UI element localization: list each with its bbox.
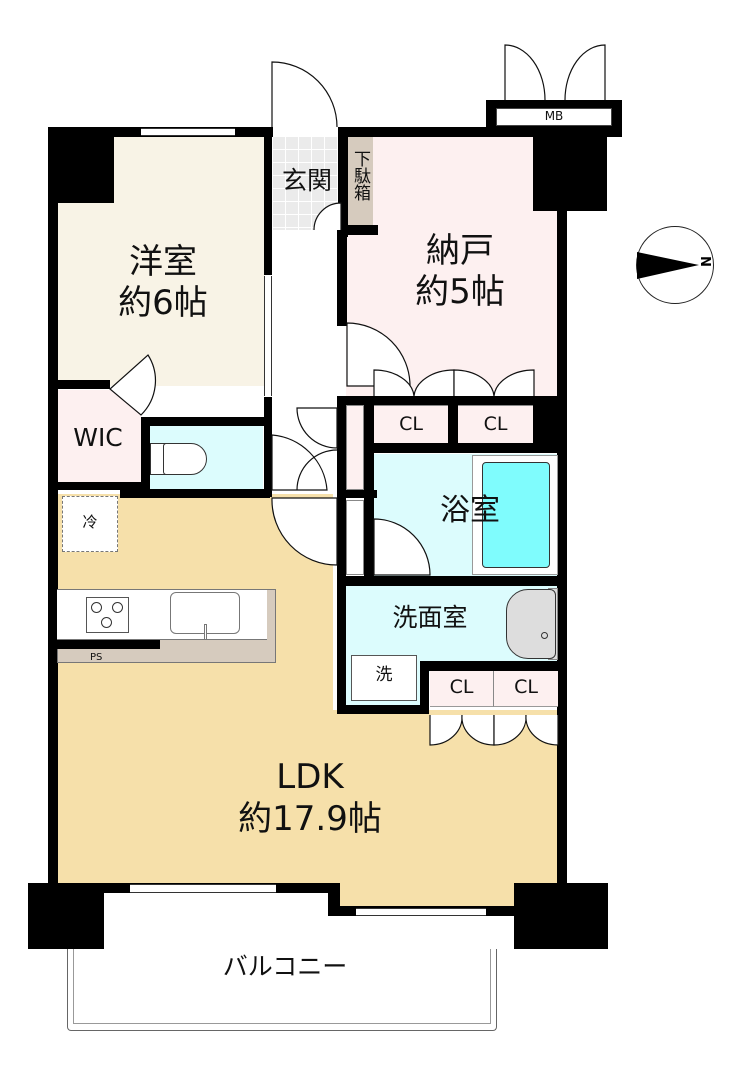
wall	[337, 705, 429, 714]
entrance-label: 玄関	[281, 166, 332, 195]
column	[533, 127, 607, 211]
wall	[364, 400, 374, 580]
fridge-label: 冷	[82, 513, 98, 531]
wall	[448, 400, 458, 445]
ldk-name: LDK	[276, 757, 344, 797]
balcony-inner	[73, 949, 491, 1024]
bath-label: 浴室	[440, 493, 500, 528]
toilet-bowl	[163, 443, 207, 475]
wall	[364, 443, 564, 453]
closet: CL	[374, 405, 448, 443]
window	[141, 128, 235, 136]
wall	[328, 883, 340, 913]
balcony-label: バルコニー	[222, 952, 348, 981]
wall	[48, 380, 110, 389]
bathtub	[482, 462, 550, 568]
window	[130, 884, 276, 893]
column	[514, 883, 608, 949]
compass-needle-icon	[637, 252, 699, 279]
closet: CL	[458, 405, 533, 443]
washing-machine: 洗	[351, 655, 417, 701]
western-room-size: 約6帖	[118, 283, 208, 323]
wall	[557, 200, 567, 900]
corridor-closet	[346, 500, 364, 575]
compass-north-label: N	[696, 256, 712, 267]
closet-label: CL	[449, 676, 474, 698]
column	[48, 127, 114, 203]
balcony	[67, 949, 497, 1031]
shoe-box-label: 下駄箱	[346, 150, 370, 201]
window	[356, 908, 486, 916]
column	[28, 883, 104, 949]
wic-label: WIC	[73, 423, 123, 452]
ldk-size: 約17.9帖	[238, 799, 382, 839]
wall	[337, 230, 347, 326]
wall	[338, 225, 378, 235]
ldk-floor	[57, 494, 333, 886]
pipe-space-wall	[57, 640, 160, 649]
faucet	[204, 624, 207, 640]
burner-icon	[112, 602, 123, 613]
wall	[420, 661, 429, 713]
washing-machine-label: 洗	[375, 665, 393, 685]
fridge-space: 冷	[62, 496, 118, 552]
nando-room-size: 約5帖	[415, 272, 505, 312]
pipe-space-label: PS	[90, 652, 103, 663]
drain-icon	[541, 632, 548, 639]
closet-label: CL	[399, 413, 423, 435]
wall	[141, 417, 269, 426]
wall	[141, 417, 150, 497]
wall	[338, 127, 348, 237]
ldk-floor-lower	[333, 710, 558, 910]
meter-box-label: MB	[544, 109, 564, 123]
wall	[533, 400, 563, 445]
corridor-closet	[346, 405, 364, 490]
nando-room-name: 納戸	[426, 231, 494, 271]
stove	[86, 597, 129, 633]
washroom-label: 洗面室	[392, 603, 468, 632]
wall	[420, 661, 563, 671]
wall	[337, 490, 377, 498]
western-room-name: 洋室	[129, 242, 197, 282]
wall	[342, 127, 582, 137]
meter-box: MB	[496, 108, 612, 126]
wic-floor	[57, 390, 141, 482]
burner-icon	[101, 617, 112, 628]
wall	[48, 482, 148, 490]
closet: CL	[430, 671, 494, 707]
closet-label: CL	[483, 413, 508, 435]
wall	[120, 489, 270, 498]
wall	[264, 397, 272, 497]
shoe-box-text: 下駄箱	[350, 150, 370, 201]
wall	[337, 396, 346, 712]
window	[264, 276, 272, 396]
wall	[264, 127, 272, 275]
compass: N	[636, 226, 714, 304]
storage-room-floor-right	[534, 210, 557, 398]
washbasin	[506, 589, 556, 659]
wall	[337, 576, 563, 586]
closet-label: CL	[514, 676, 538, 698]
closet: CL	[494, 671, 558, 707]
burner-icon	[91, 602, 102, 613]
wall	[48, 127, 58, 897]
